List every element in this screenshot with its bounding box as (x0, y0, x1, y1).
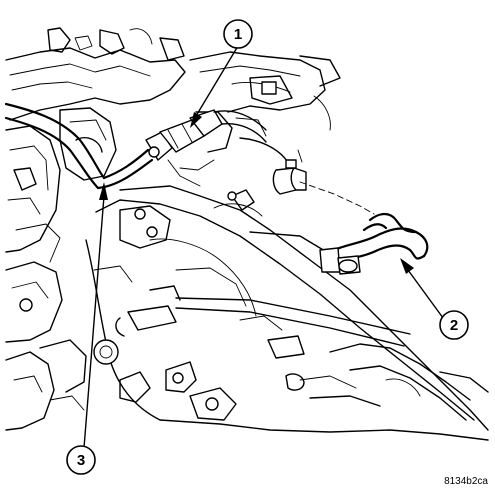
callout-1-label: 1 (234, 26, 242, 43)
callout-1: 1 (223, 19, 253, 49)
callout-2: 2 (439, 310, 469, 340)
hose-clamp (272, 149, 307, 195)
leader-line-1 (190, 45, 239, 128)
callout-3: 3 (66, 445, 96, 475)
leader-line-3 (83, 182, 108, 449)
engine-block (5, 27, 341, 431)
leader-line-2 (400, 258, 447, 323)
hose-assembly-upper (4, 102, 267, 190)
transmission-housing (85, 185, 489, 441)
figure-code: 8134b2ca (444, 476, 488, 487)
centerline-dashed (299, 181, 375, 215)
callout-2-label: 2 (450, 317, 458, 334)
callout-3-label: 3 (77, 452, 85, 469)
transmission-cooler-hose (319, 212, 429, 275)
